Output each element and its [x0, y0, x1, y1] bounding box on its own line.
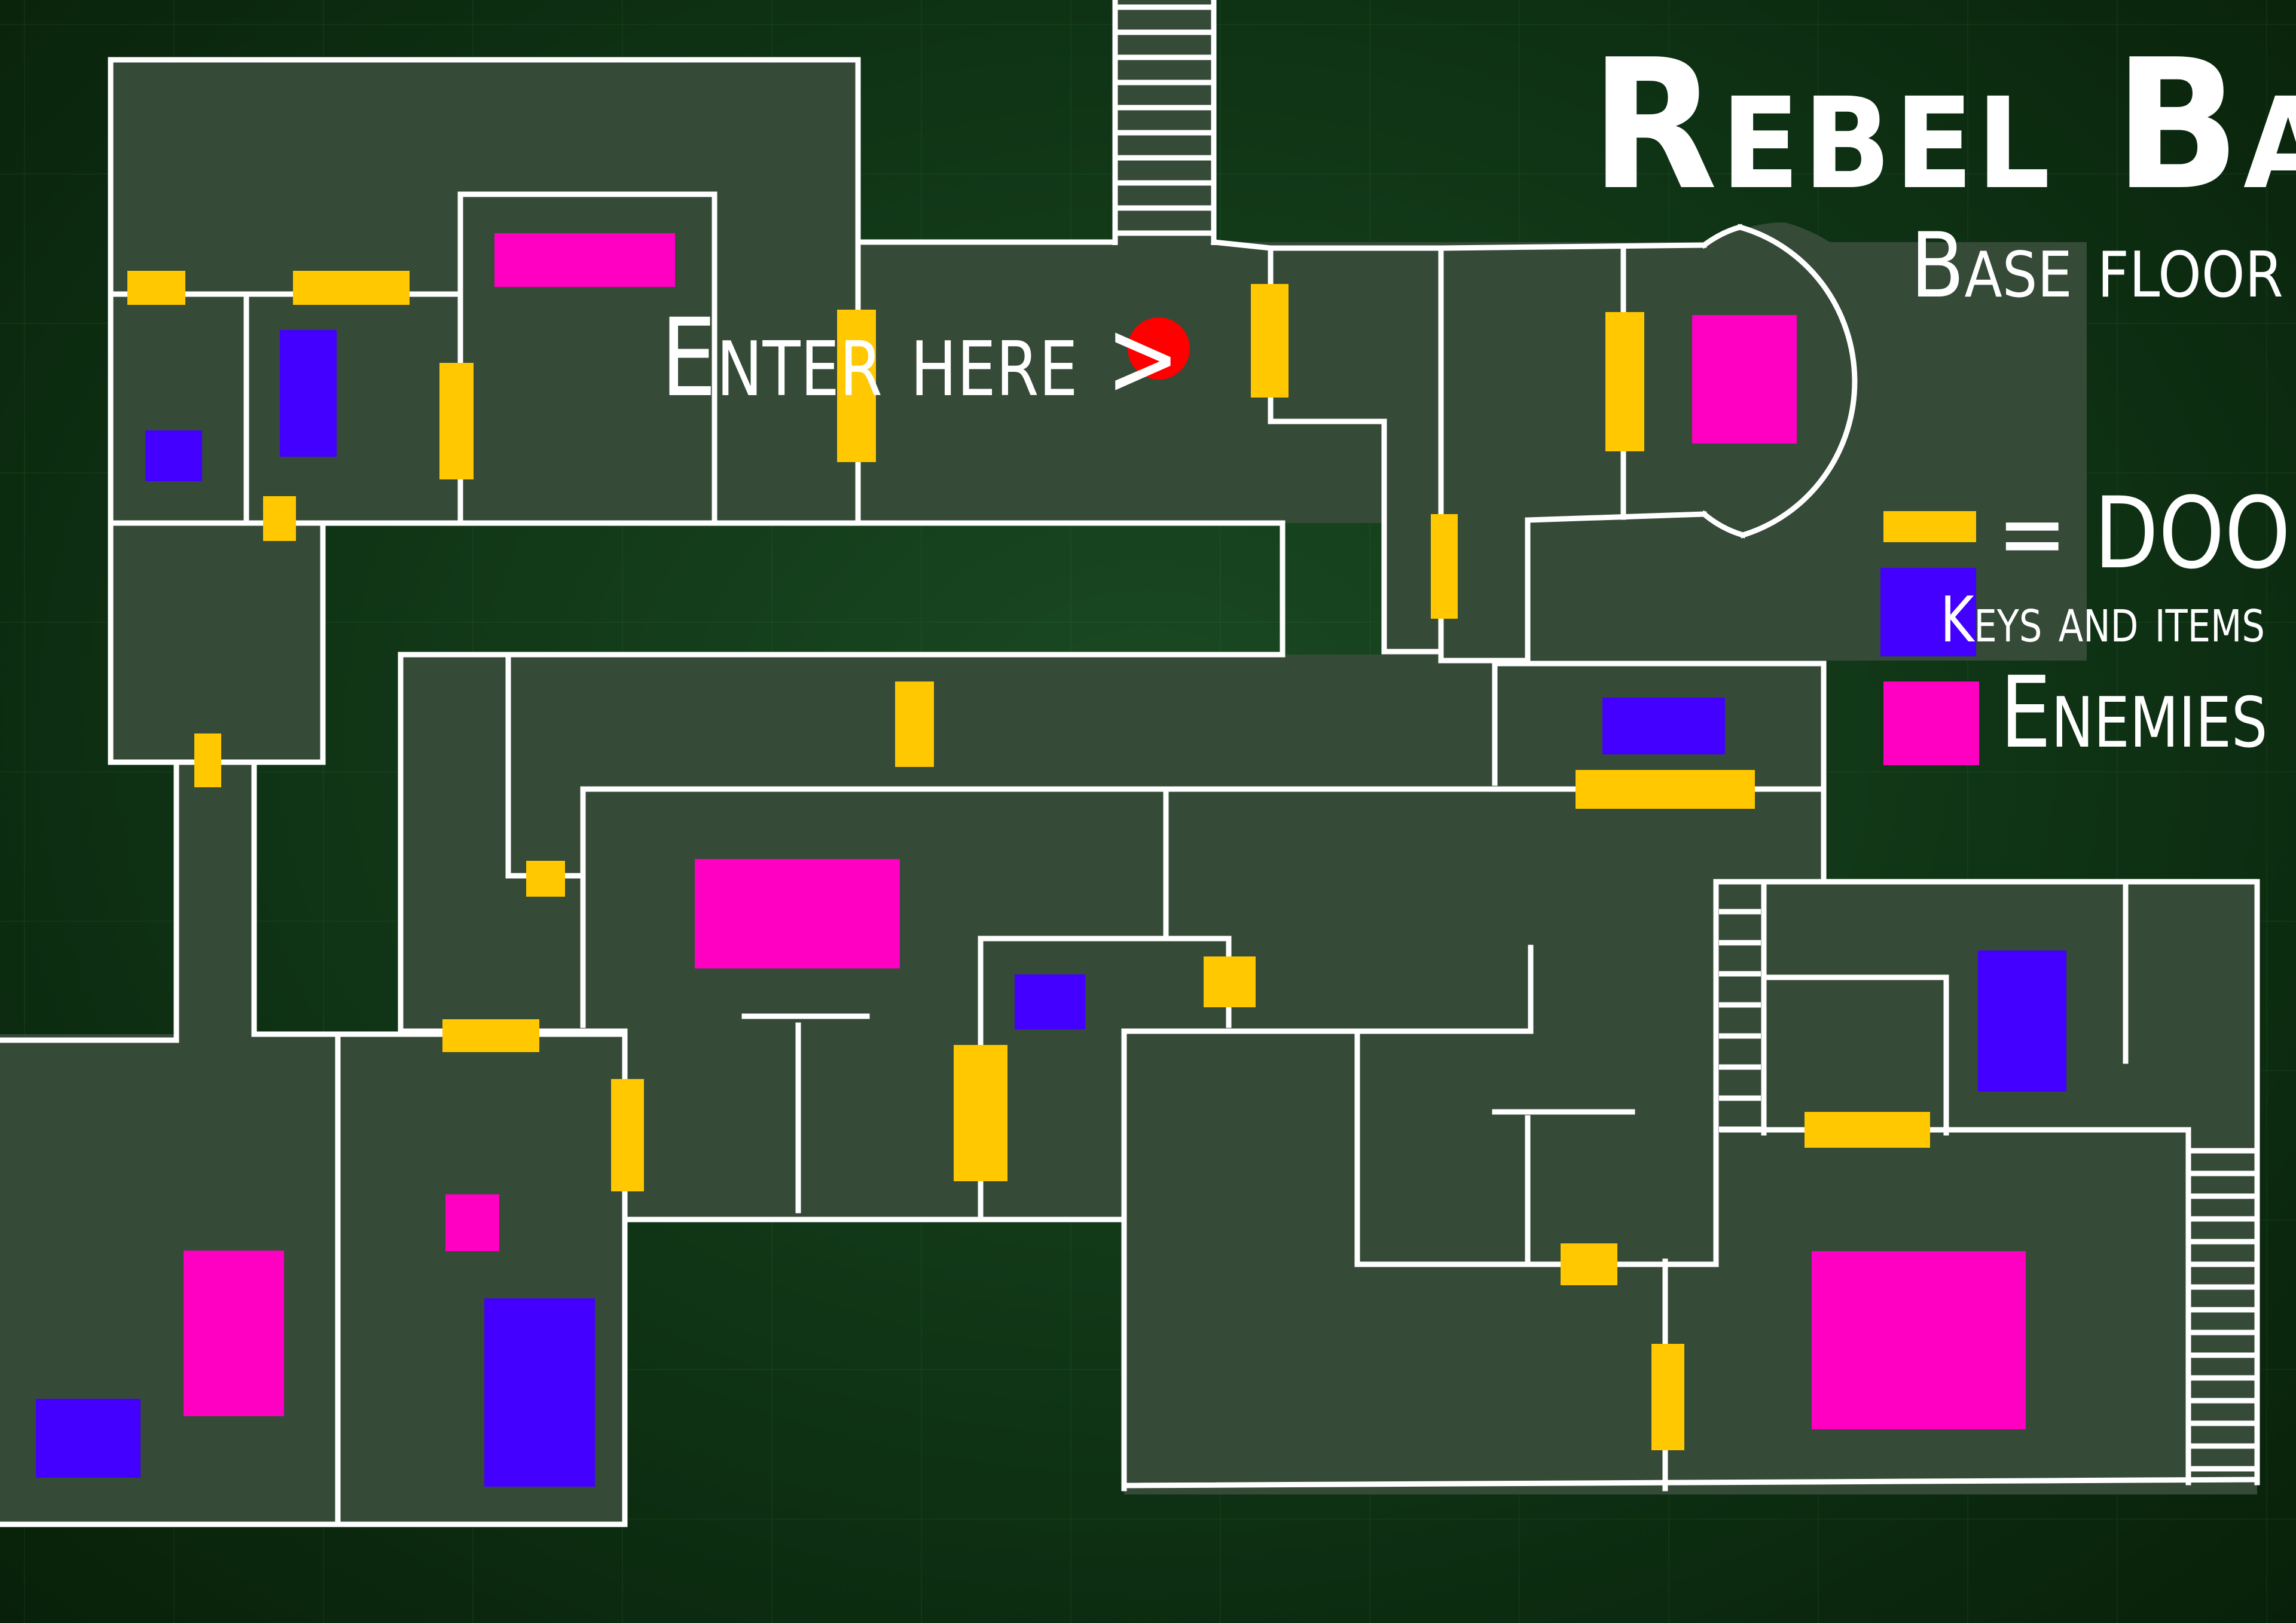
floor-area	[401, 655, 1827, 789]
door-marker	[1561, 1243, 1617, 1285]
stairs-top-rails	[1112, 0, 1217, 245]
legend-enemies-label: Enemies	[2000, 655, 2268, 770]
door-marker	[526, 861, 565, 897]
item-marker	[1978, 950, 2066, 1092]
floor-area	[858, 242, 1444, 523]
floor-area	[1124, 1016, 1722, 1494]
wall	[1736, 224, 1858, 539]
legend-items-label: Keys and items	[1940, 583, 2265, 656]
entrance-marker	[1128, 317, 1190, 380]
item-marker	[1602, 698, 1725, 754]
door-marker	[954, 1045, 1007, 1181]
door-marker	[263, 496, 296, 541]
legend-doors-label: = DOORS	[1997, 476, 2296, 591]
legend-door-swatch	[1883, 511, 1976, 542]
enemy-marker	[184, 1251, 284, 1416]
door-marker	[1431, 514, 1458, 619]
item-marker	[484, 1298, 595, 1487]
item-marker	[1015, 974, 1085, 1029]
door-marker	[1251, 284, 1289, 398]
door-marker	[127, 271, 185, 305]
door-marker	[837, 310, 876, 462]
items	[36, 330, 2066, 1487]
floor-area	[1115, 0, 1214, 245]
legend-item-swatch	[1880, 568, 1976, 656]
floor-area	[176, 759, 254, 1043]
enemy-marker	[445, 1194, 499, 1251]
floor-area	[111, 523, 323, 762]
enemy-marker	[695, 859, 900, 968]
floor-area	[1704, 222, 1904, 535]
wall	[1525, 511, 1707, 664]
door-marker	[194, 733, 221, 787]
wall	[1121, 945, 1534, 1034]
wall	[457, 191, 718, 526]
wall	[1700, 510, 1747, 539]
wall	[1121, 1477, 2260, 1488]
wall	[1700, 224, 1744, 249]
door-marker	[1605, 312, 1644, 451]
enemies	[184, 233, 2026, 1429]
item-marker	[145, 430, 202, 481]
door-marker	[1204, 956, 1256, 1007]
enemy-marker	[494, 233, 675, 287]
door-marker	[895, 681, 934, 767]
stairs	[1112, 0, 2257, 1472]
wall	[1713, 879, 2260, 1486]
door-marker	[1651, 1344, 1684, 1450]
item-marker	[36, 1399, 141, 1478]
door-marker	[293, 271, 410, 305]
wall	[1438, 242, 1707, 251]
enemy-marker	[1692, 315, 1797, 444]
door-marker	[1805, 1112, 1930, 1148]
wall	[398, 520, 1286, 658]
enemy-marker	[1812, 1251, 2026, 1429]
wall	[1761, 974, 1949, 1136]
door-marker	[1576, 770, 1755, 809]
wall	[1492, 661, 1827, 882]
map-title: Rebel Base	[1590, 21, 2296, 230]
entrance-label: Enter here >	[661, 296, 1180, 421]
doors	[127, 271, 1930, 1450]
item-marker	[280, 330, 337, 457]
floor-area	[622, 1028, 1124, 1219]
legend-enemy-swatch	[1883, 681, 1979, 765]
door-marker	[442, 1019, 539, 1052]
door-marker	[439, 363, 474, 479]
map-subtitle: Base floor	[1910, 214, 2283, 318]
door-marker	[611, 1079, 644, 1191]
